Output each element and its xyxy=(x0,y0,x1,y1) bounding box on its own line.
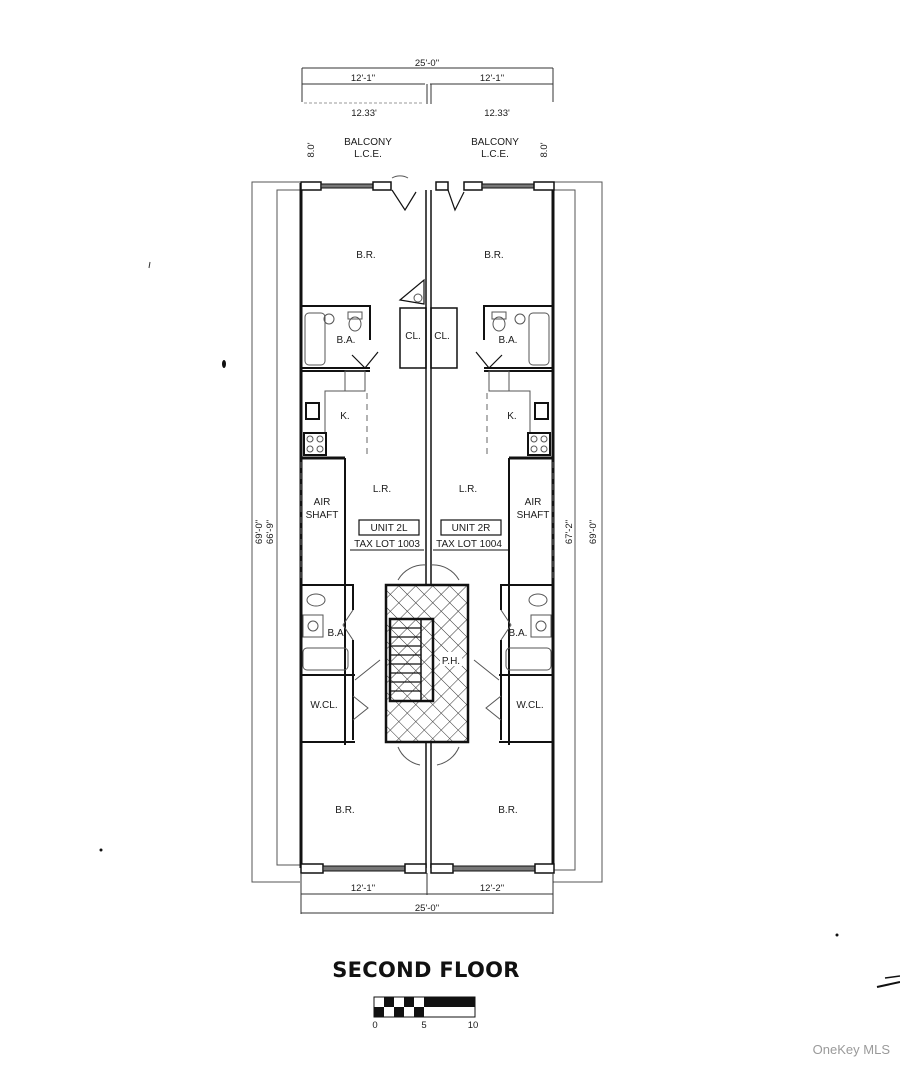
right-kitchen-label: K. xyxy=(507,411,516,422)
dim-balcony-depth-right: 8.0' xyxy=(539,142,550,157)
unit-left-walls xyxy=(300,278,427,745)
balcony-left-line2: L.C.E. xyxy=(354,149,382,160)
right-walk-in-closet-label: W.CL. xyxy=(516,700,543,711)
scale-label-5: 5 xyxy=(421,1020,426,1031)
left-air-shaft-label-2: SHAFT xyxy=(306,510,339,521)
right-air-shaft-label-1: AIR xyxy=(525,497,542,508)
left-air-shaft-label-1: AIR xyxy=(314,497,331,508)
dim-left-inner: 66'-9" xyxy=(265,520,276,544)
scale-label-0: 0 xyxy=(372,1020,377,1031)
top-dimensions xyxy=(301,67,554,104)
left-walk-in-closet-label: W.CL. xyxy=(310,700,337,711)
dim-top-overall: 25'-0" xyxy=(415,58,439,69)
left-closet-label: CL. xyxy=(405,331,421,342)
right-tax-lot: TAX LOT 1004 xyxy=(436,539,502,550)
dim-right-inner: 67'-2" xyxy=(564,520,575,544)
dim-top-left-balcony: 12.33' xyxy=(351,108,377,119)
public-hall-label: P.H. xyxy=(442,656,460,667)
dim-bottom-right: 12'-2" xyxy=(480,883,504,894)
right-front-bath-label: B.A. xyxy=(499,335,518,346)
mls-watermark: OneKey MLS xyxy=(812,1042,890,1057)
bottom-dimensions xyxy=(300,873,554,914)
scale-label-10: 10 xyxy=(468,1020,479,1031)
dim-top-right-balcony: 12.33' xyxy=(484,108,510,119)
exterior-walls xyxy=(299,175,555,874)
left-rear-bedroom-label: B.R. xyxy=(335,805,354,816)
dim-bottom-overall: 25'-0" xyxy=(415,903,439,914)
public-hall-stair xyxy=(384,564,470,766)
left-front-bath-label: B.A. xyxy=(337,335,356,346)
unit-right-walls xyxy=(430,305,554,745)
left-front-bedroom-label: B.R. xyxy=(356,250,375,261)
balcony-left-line1: BALCONY xyxy=(344,137,392,148)
left-unit-name: UNIT 2L xyxy=(370,523,407,534)
side-dimension-frames xyxy=(251,181,603,883)
right-living-room-label: L.R. xyxy=(459,484,477,495)
left-tax-lot: TAX LOT 1003 xyxy=(354,539,420,550)
scan-artifacts xyxy=(99,261,900,988)
right-front-bedroom-label: B.R. xyxy=(484,250,503,261)
right-closet-label: CL. xyxy=(434,331,450,342)
dim-top-left: 12'-1" xyxy=(351,73,375,84)
dim-bottom-left: 12'-1" xyxy=(351,883,375,894)
drawing-title: SECOND FLOOR xyxy=(332,958,520,982)
dim-left-outer: 69'-0" xyxy=(254,520,265,544)
dim-balcony-depth-left: 8.0' xyxy=(306,142,317,157)
left-rear-bath-label: B.A. xyxy=(328,628,347,639)
right-rear-bedroom-label: B.R. xyxy=(498,805,517,816)
left-kitchen-label: K. xyxy=(340,411,349,422)
scale-bar xyxy=(373,996,476,1018)
left-living-room-label: L.R. xyxy=(373,484,391,495)
dim-right-outer: 69'-0" xyxy=(588,520,599,544)
balcony-right-line2: L.C.E. xyxy=(481,149,509,160)
right-rear-bath-label: B.A. xyxy=(509,628,528,639)
right-unit-name: UNIT 2R xyxy=(452,523,491,534)
right-air-shaft-label-2: SHAFT xyxy=(517,510,550,521)
dim-top-right: 12'-1" xyxy=(480,73,504,84)
balcony-right-line1: BALCONY xyxy=(471,137,519,148)
